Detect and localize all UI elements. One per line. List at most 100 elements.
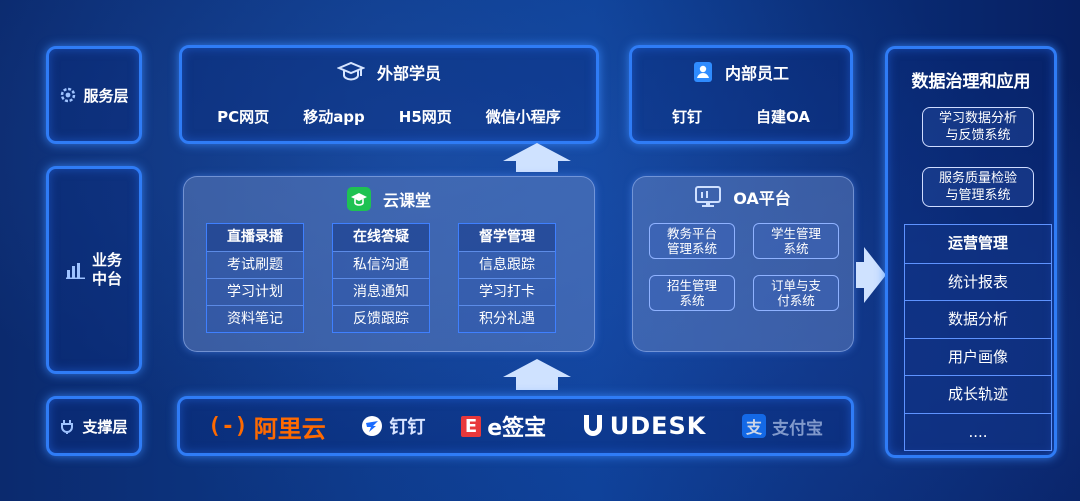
oa-platform-header: OA平台 (633, 185, 853, 209)
support-layer-text: 支撑层 (82, 417, 128, 436)
feature-column-qa: 在线答疑 私信沟通 消息通知 反馈跟踪 (332, 223, 430, 333)
external-channels: PC网页 移动app H5网页 微信小程序 (182, 106, 596, 127)
feature-item: 学习计划 (207, 278, 303, 305)
channel-dingtalk: 钉钉 (672, 108, 703, 126)
learning-analytics-system: 学习数据分析 与反馈系统 (922, 107, 1034, 147)
oa-systems-grid: 教务平台 管理系统 学生管理 系统 招生管理 系统 订单与支 付系统 (649, 223, 839, 311)
feature-item: 信息跟踪 (459, 251, 555, 278)
feature-item: 私信沟通 (333, 251, 429, 278)
feature-item: 反馈跟踪 (333, 305, 429, 332)
data-governance-box: 数据治理和应用 学习数据分析 与反馈系统 服务质量检验 与管理系统 运营管理 统… (885, 46, 1057, 458)
business-layer-label: 业务 中台 (46, 166, 142, 374)
cloud-classroom-header: 云课堂 (184, 187, 594, 211)
arrow-right-head (864, 247, 886, 303)
feature-item: 考试刷题 (207, 251, 303, 278)
data-governance-title: 数据治理和应用 (911, 72, 1031, 92)
ops-item-operations: 运营管理 (905, 225, 1051, 263)
oa-system-line: 学生管理 (770, 226, 821, 241)
aliyun-bracket-icon: (-) (208, 413, 248, 439)
alipay-text: 支付宝 (771, 418, 823, 439)
external-learners-header: 外部学员 (182, 60, 596, 84)
dingtalk-logo: 钉钉 (361, 413, 425, 439)
cloud-classroom-columns: 直播录播 考试刷题 学习计划 资料笔记 在线答疑 私信沟通 消息通知 反馈跟踪 … (206, 223, 556, 333)
udesk-logo: UDESK (582, 412, 707, 440)
esign-mark-icon: E (460, 415, 482, 437)
feature-head: 在线答疑 (333, 224, 429, 251)
arrow-right-stem (856, 262, 864, 288)
internal-staff-header: 内部员工 (632, 60, 850, 84)
oa-system-student: 学生管理 系统 (753, 223, 839, 259)
system-line: 服务质量检验 (938, 171, 1017, 186)
system-line: 学习数据分析 (938, 111, 1017, 126)
cloud-classroom-title: 云课堂 (382, 191, 431, 210)
cloud-classroom-panel: 云课堂 直播录播 考试刷题 学习计划 资料笔记 在线答疑 私信沟通 消息通知 反… (183, 176, 595, 352)
service-quality-system: 服务质量检验 与管理系统 (922, 167, 1034, 207)
ops-item-profile: 用户画像 (905, 337, 1051, 375)
alipay-mark-icon: 支 (741, 414, 766, 438)
support-vendors-box: (-) 阿里云 钉钉 E e签宝 UDESK 支 支付宝 (177, 396, 854, 456)
feature-item: 积分礼遇 (459, 305, 555, 332)
oa-system-line: 订单与支 (770, 278, 821, 293)
service-layer-label: 服务层 (46, 46, 142, 144)
business-layer-text: 业务 中台 (92, 251, 122, 289)
dingtalk-wing-icon (361, 415, 383, 437)
alipay-logo: 支 支付宝 (741, 414, 823, 439)
system-line: 与反馈系统 (945, 128, 1011, 143)
oa-system-enrollment: 招生管理 系统 (649, 275, 735, 311)
channel-wechat-miniprogram: 微信小程序 (485, 108, 561, 126)
udesk-u-icon (582, 413, 604, 439)
aliyun-text: 阿里云 (253, 414, 326, 443)
dingtalk-text: 钉钉 (389, 417, 426, 438)
cloud-classroom-icon (346, 187, 371, 211)
graduation-cap-icon (336, 61, 365, 83)
gear-icon (59, 86, 77, 104)
external-learners-title: 外部学员 (376, 64, 441, 83)
oa-platform-panel: OA平台 教务平台 管理系统 学生管理 系统 招生管理 系统 订单与支 付系统 (632, 176, 854, 352)
oa-system-line: 系统 (679, 293, 705, 308)
external-learners-box: 外部学员 PC网页 移动app H5网页 微信小程序 (179, 45, 599, 144)
esign-text: e签宝 (487, 416, 547, 441)
oa-system-line: 付系统 (777, 293, 815, 308)
feature-item: 资料笔记 (207, 305, 303, 332)
ops-item-more: .... (905, 412, 1051, 450)
esign-logo: E e签宝 (460, 410, 547, 442)
channel-mobile-app: 移动app (303, 108, 365, 126)
support-layer-label: 支撑层 (46, 396, 142, 456)
ops-item-analysis: 数据分析 (905, 300, 1051, 338)
service-layer-text: 服务层 (83, 86, 129, 105)
channel-h5-web: H5网页 (398, 108, 452, 126)
feature-head: 督学管理 (459, 224, 555, 251)
ops-item-reports: 统计报表 (905, 262, 1051, 300)
ops-item-growth: 成长轨迹 (905, 375, 1051, 413)
channel-pc-web: PC网页 (217, 108, 270, 126)
bar-chart-icon (65, 261, 86, 279)
feature-item: 学习打卡 (459, 278, 555, 305)
internal-staff-box: 内部员工 钉钉 自建OA (629, 45, 853, 144)
oa-system-line: 教务平台 (666, 226, 717, 241)
oa-platform-title: OA平台 (733, 189, 791, 208)
operations-list: 运营管理 统计报表 数据分析 用户画像 成长轨迹 .... (904, 224, 1052, 451)
oa-system-academic: 教务平台 管理系统 (649, 223, 735, 259)
aliyun-logo: (-) 阿里云 (208, 409, 326, 444)
oa-system-line: 系统 (783, 241, 809, 256)
feature-column-supervision: 督学管理 信息跟踪 学习打卡 积分礼遇 (458, 223, 556, 333)
internal-channels: 钉钉 自建OA (632, 106, 850, 127)
udesk-text: UDESK (609, 412, 707, 440)
feature-head: 直播录播 (207, 224, 303, 251)
oa-system-line: 管理系统 (666, 241, 717, 256)
feature-column-live: 直播录播 考试刷题 学习计划 资料笔记 (206, 223, 304, 333)
support-logos: (-) 阿里云 钉钉 E e签宝 UDESK 支 支付宝 (208, 399, 823, 453)
arrow-up-bottom-stem (516, 376, 558, 390)
arrow-up-top-stem (516, 160, 558, 172)
arrow-up-top-head (503, 143, 571, 161)
feature-item: 消息通知 (333, 278, 429, 305)
arrow-up-bottom-head (503, 359, 571, 377)
business-layer-line2: 中台 (91, 270, 122, 288)
channel-self-built-oa: 自建OA (756, 108, 810, 126)
business-layer-line1: 业务 (91, 251, 122, 269)
system-line: 与管理系统 (945, 188, 1011, 203)
plug-icon (60, 418, 76, 434)
id-badge-icon (693, 61, 713, 83)
oa-system-line: 招生管理 (666, 278, 717, 293)
monitor-icon (695, 186, 722, 208)
